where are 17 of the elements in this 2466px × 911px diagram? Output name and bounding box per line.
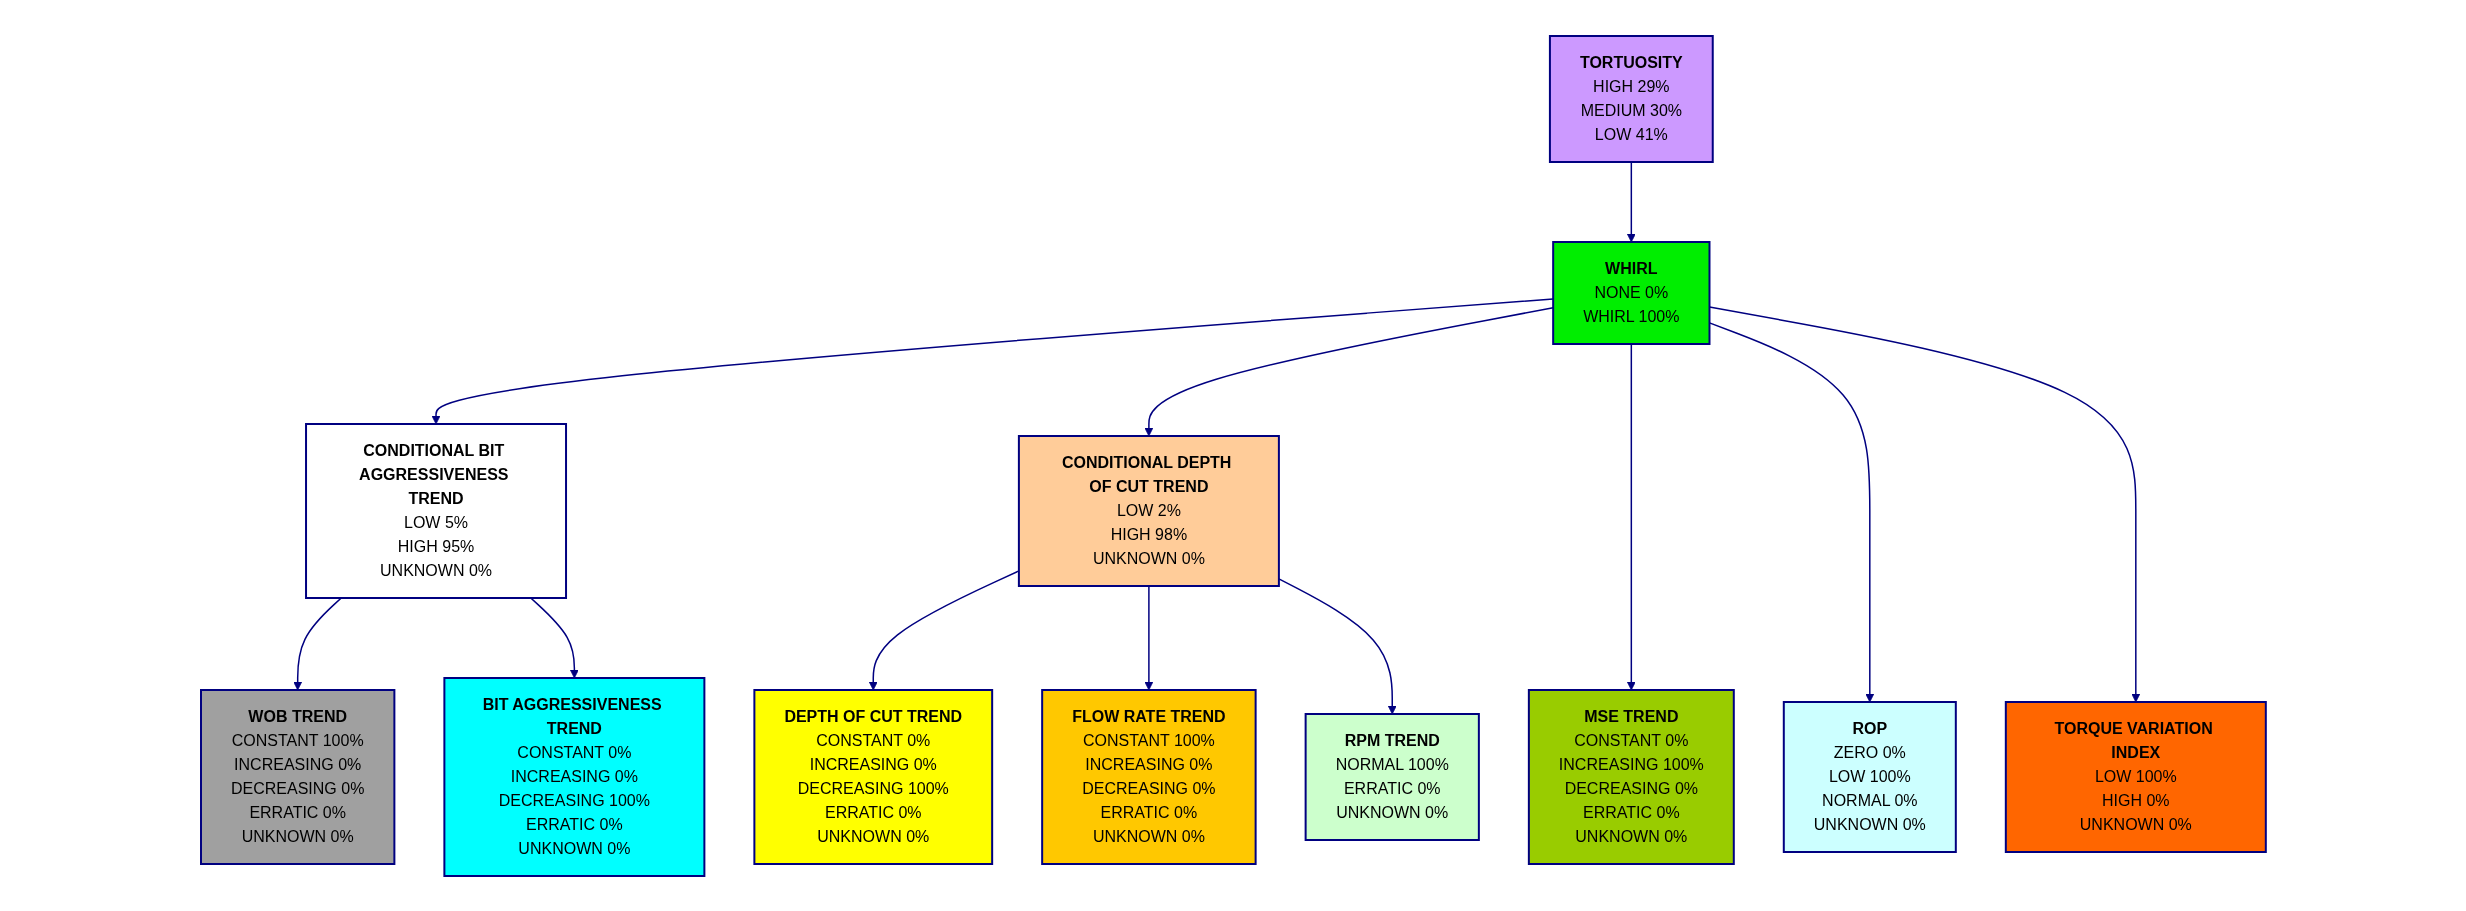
node-box: MSE TREND CONSTANT 0% INCREASING 100% DECREASING 0% ERRATIC 0% UNKNOWN 0% (1527, 688, 1735, 865)
node-box: FLOW RATE TREND CONSTANT 100% INCREASING 0% DECREASING 0% ERRATIC 0% UNKNOWN 0% (1040, 688, 1257, 865)
arrow (529, 596, 579, 678)
node-box: RPM TREND NORMAL 100% ERRATIC 0% UNKNOWN 0% (1304, 712, 1480, 841)
node-box: CONDITIONAL DEPTH OF CUT TREND LOW 2% HIGH 98% UNKNOWN 0% (1017, 434, 1280, 587)
arrow (1626, 160, 1636, 242)
node-box: DEPTH OF CUT TREND CONSTANT 0% INCREASING 0% DECREASING 100% ERRATIC 0% UNKNOWN 0% (752, 688, 993, 865)
node-box: WHIRL NONE 0% WHIRL 100% (1551, 240, 1711, 345)
node-box: CONDITIONAL BIT AGGRESSIVENESS TREND LOW 5% HIGH 95% UNKNOWN 0% (304, 422, 567, 599)
arrow (1144, 584, 1153, 690)
node-box: WOB TREND CONSTANT 100% INCREASING 0% DECREASING 0% ERRATIC 0% UNKNOWN 0% (199, 688, 395, 865)
arrow (292, 596, 342, 690)
node-box: TORQUE VARIATION INDEX LOW 100% HIGH 0% UNKNOWN 0% (2004, 700, 2267, 853)
node-box: BIT AGGRESSIVENESS TREND CONSTANT 0% INCREASING 0% DECREASING 100% ERRATIC 0% UNKNOWN 0% (442, 676, 705, 877)
arrow (1626, 342, 1636, 690)
node-box: ROP ZERO 0% LOW 100% NORMAL 0% UNKNOWN 0% (1782, 700, 1957, 853)
node-box: TORTUOSITY HIGH 29% MEDIUM 30% LOW 41% (1548, 34, 1714, 163)
